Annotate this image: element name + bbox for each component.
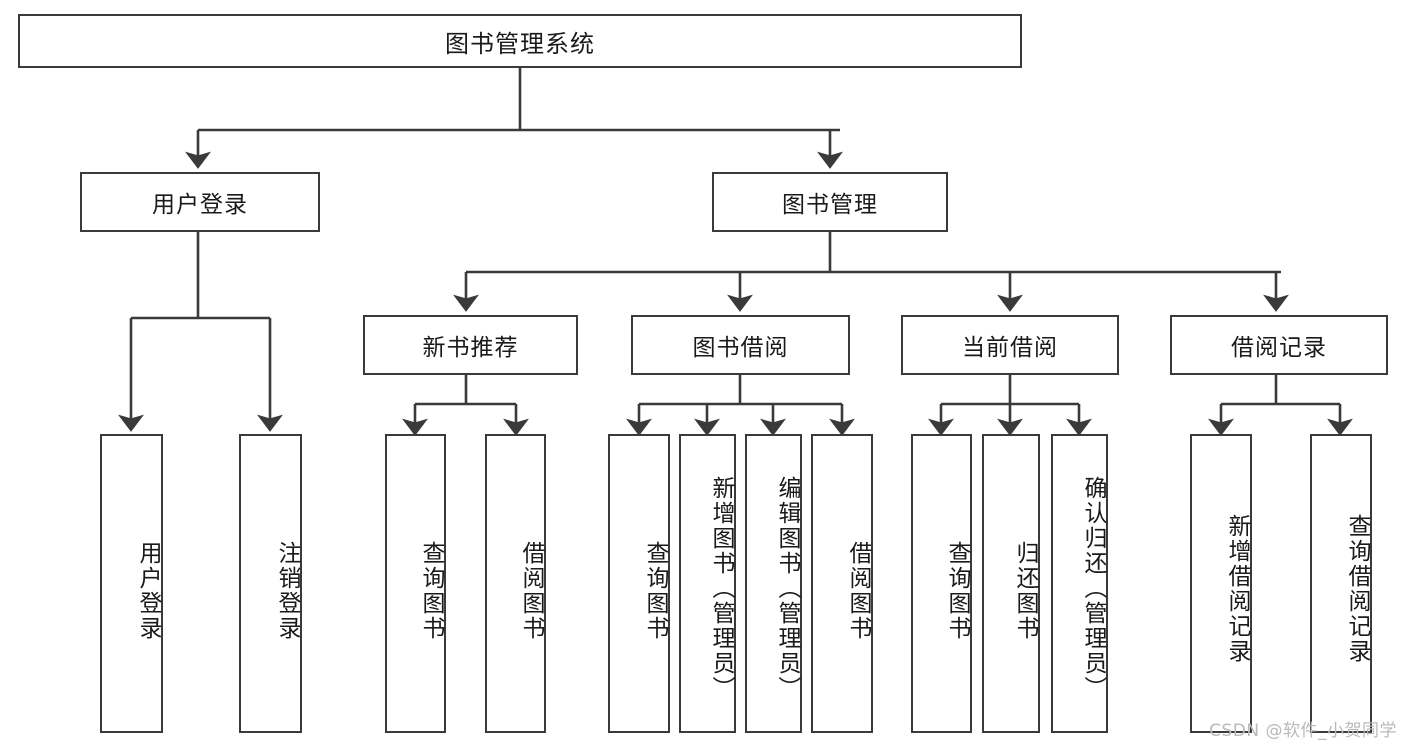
node-label: 新增图书（管理员） (708, 476, 734, 701)
node-book-management[interactable]: 图书管理 (712, 172, 948, 232)
node-label: 查询图书 (944, 540, 970, 641)
node-label: 图书管理 (782, 192, 878, 218)
leaf-user-login[interactable]: 用户登录 (100, 434, 163, 733)
leaf-record-query-record[interactable]: 查询借阅记录 (1310, 434, 1372, 733)
node-label: 用户登录 (152, 192, 248, 218)
leaf-recommendation-borrow-book[interactable]: 借阅图书 (485, 434, 546, 733)
leaf-logout[interactable]: 注销登录 (239, 434, 302, 733)
node-new-book-recommendation[interactable]: 新书推荐 (363, 315, 578, 375)
leaf-current-query-book[interactable]: 查询图书 (911, 434, 972, 733)
leaf-current-return-book[interactable]: 归还图书 (982, 434, 1040, 733)
node-label: 图书管理系统 (445, 29, 595, 58)
node-label: 借阅记录 (1231, 335, 1327, 361)
node-user-login[interactable]: 用户登录 (80, 172, 320, 232)
node-label: 新书推荐 (422, 335, 519, 361)
node-label: 确认归还（管理员） (1080, 476, 1106, 701)
node-label: 图书借阅 (692, 335, 789, 361)
leaf-record-add-record[interactable]: 新增借阅记录 (1190, 434, 1252, 733)
node-label: 查询图书 (642, 540, 668, 641)
leaf-borrowing-borrow-book[interactable]: 借阅图书 (811, 434, 873, 733)
node-label: 借阅图书 (845, 540, 871, 641)
node-book-borrowing[interactable]: 图书借阅 (631, 315, 850, 375)
leaf-borrowing-query-book[interactable]: 查询图书 (608, 434, 670, 733)
node-label: 新增借阅记录 (1224, 513, 1250, 664)
leaf-borrowing-add-book-admin[interactable]: 新增图书（管理员） (679, 434, 736, 733)
node-book-management-system[interactable]: 图书管理系统 (18, 14, 1022, 68)
node-borrowing-record[interactable]: 借阅记录 (1170, 315, 1388, 375)
node-label: 用户登录 (135, 540, 161, 641)
node-label: 当前借阅 (962, 335, 1058, 361)
node-label: 借阅图书 (518, 540, 544, 641)
node-label: 查询图书 (418, 540, 444, 641)
node-current-borrowing[interactable]: 当前借阅 (901, 315, 1119, 375)
leaf-borrowing-edit-book-admin[interactable]: 编辑图书（管理员） (745, 434, 802, 733)
node-label: 注销登录 (274, 540, 300, 641)
node-label: 编辑图书（管理员） (774, 476, 800, 701)
leaf-recommendation-query-book[interactable]: 查询图书 (385, 434, 446, 733)
watermark-text: CSDN @软件_小贺同学 (1209, 721, 1397, 741)
node-label: 归还图书 (1012, 540, 1038, 641)
node-label: 查询借阅记录 (1344, 513, 1370, 664)
leaf-current-confirm-return-admin[interactable]: 确认归还（管理员） (1051, 434, 1108, 733)
